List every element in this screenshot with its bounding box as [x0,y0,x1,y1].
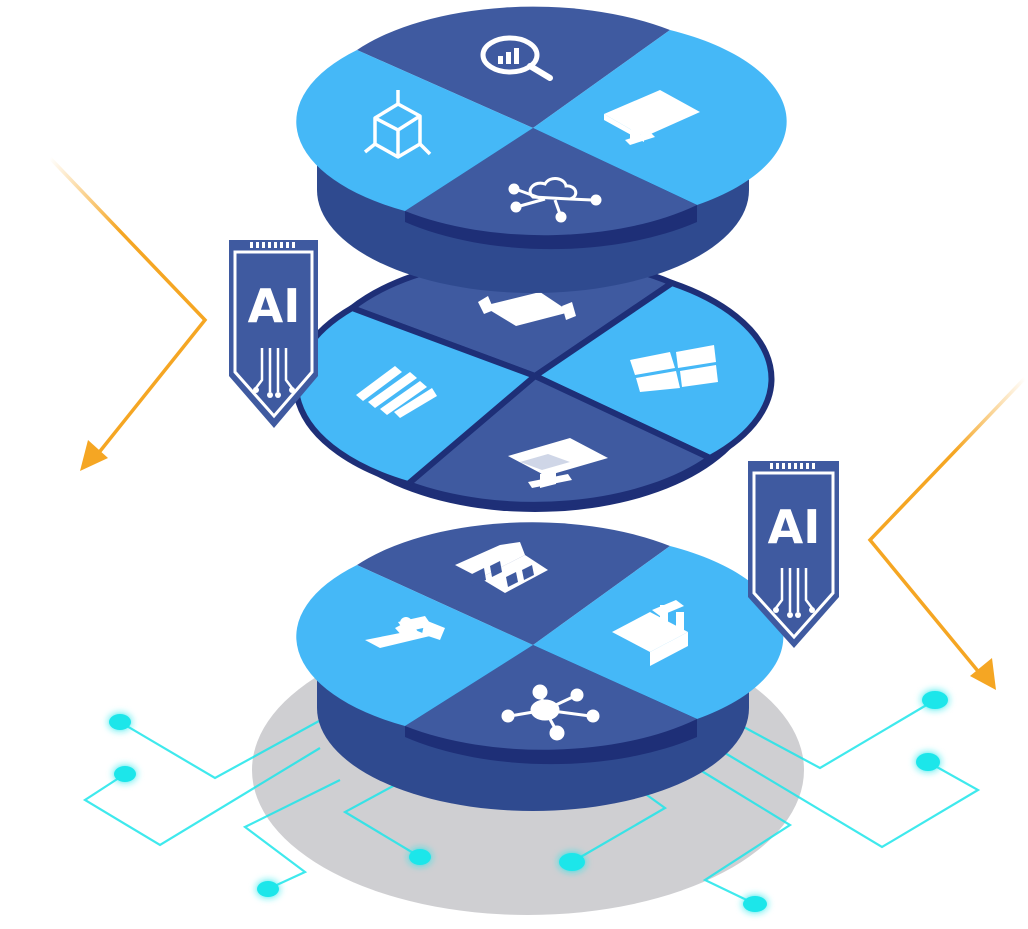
circuit-node [922,691,948,709]
analytics-search-icon [480,35,553,81]
circuit-lines [82,699,981,905]
bar-chart-icon [356,366,437,418]
circuit-nodes [109,691,948,912]
cloud-network-icon [508,177,602,223]
arrow-head-icon [80,440,108,471]
circuit-node [109,714,131,730]
network-hub-icon [501,684,600,741]
factory-icon [612,600,688,666]
desktop-icon [508,438,608,488]
arrow-head-icon [970,658,996,690]
circuit-node [409,849,431,865]
monitor-icon [604,90,700,145]
windows-icon [630,345,718,392]
robot-arm-icon [365,616,445,648]
circuit-node [559,853,585,871]
city-buildings-icon [455,542,548,593]
arrow-left [48,156,208,471]
disk-bottom [296,522,784,811]
circuit-node [916,753,940,771]
circuit-node [743,896,767,912]
arrow-right [867,376,1027,690]
puzzle-icon [478,292,576,326]
cube-3d-icon [363,90,432,159]
disk-middle [292,254,775,512]
circuit-node [257,881,279,897]
circuit-node [114,766,136,782]
ai-shield-badge-left: AI [229,240,318,428]
ai-shield-badge-right: AI [748,461,839,648]
disk-top [296,6,787,293]
ai-badge-label: AI [768,500,821,554]
ai-badge-label: AI [248,279,301,333]
